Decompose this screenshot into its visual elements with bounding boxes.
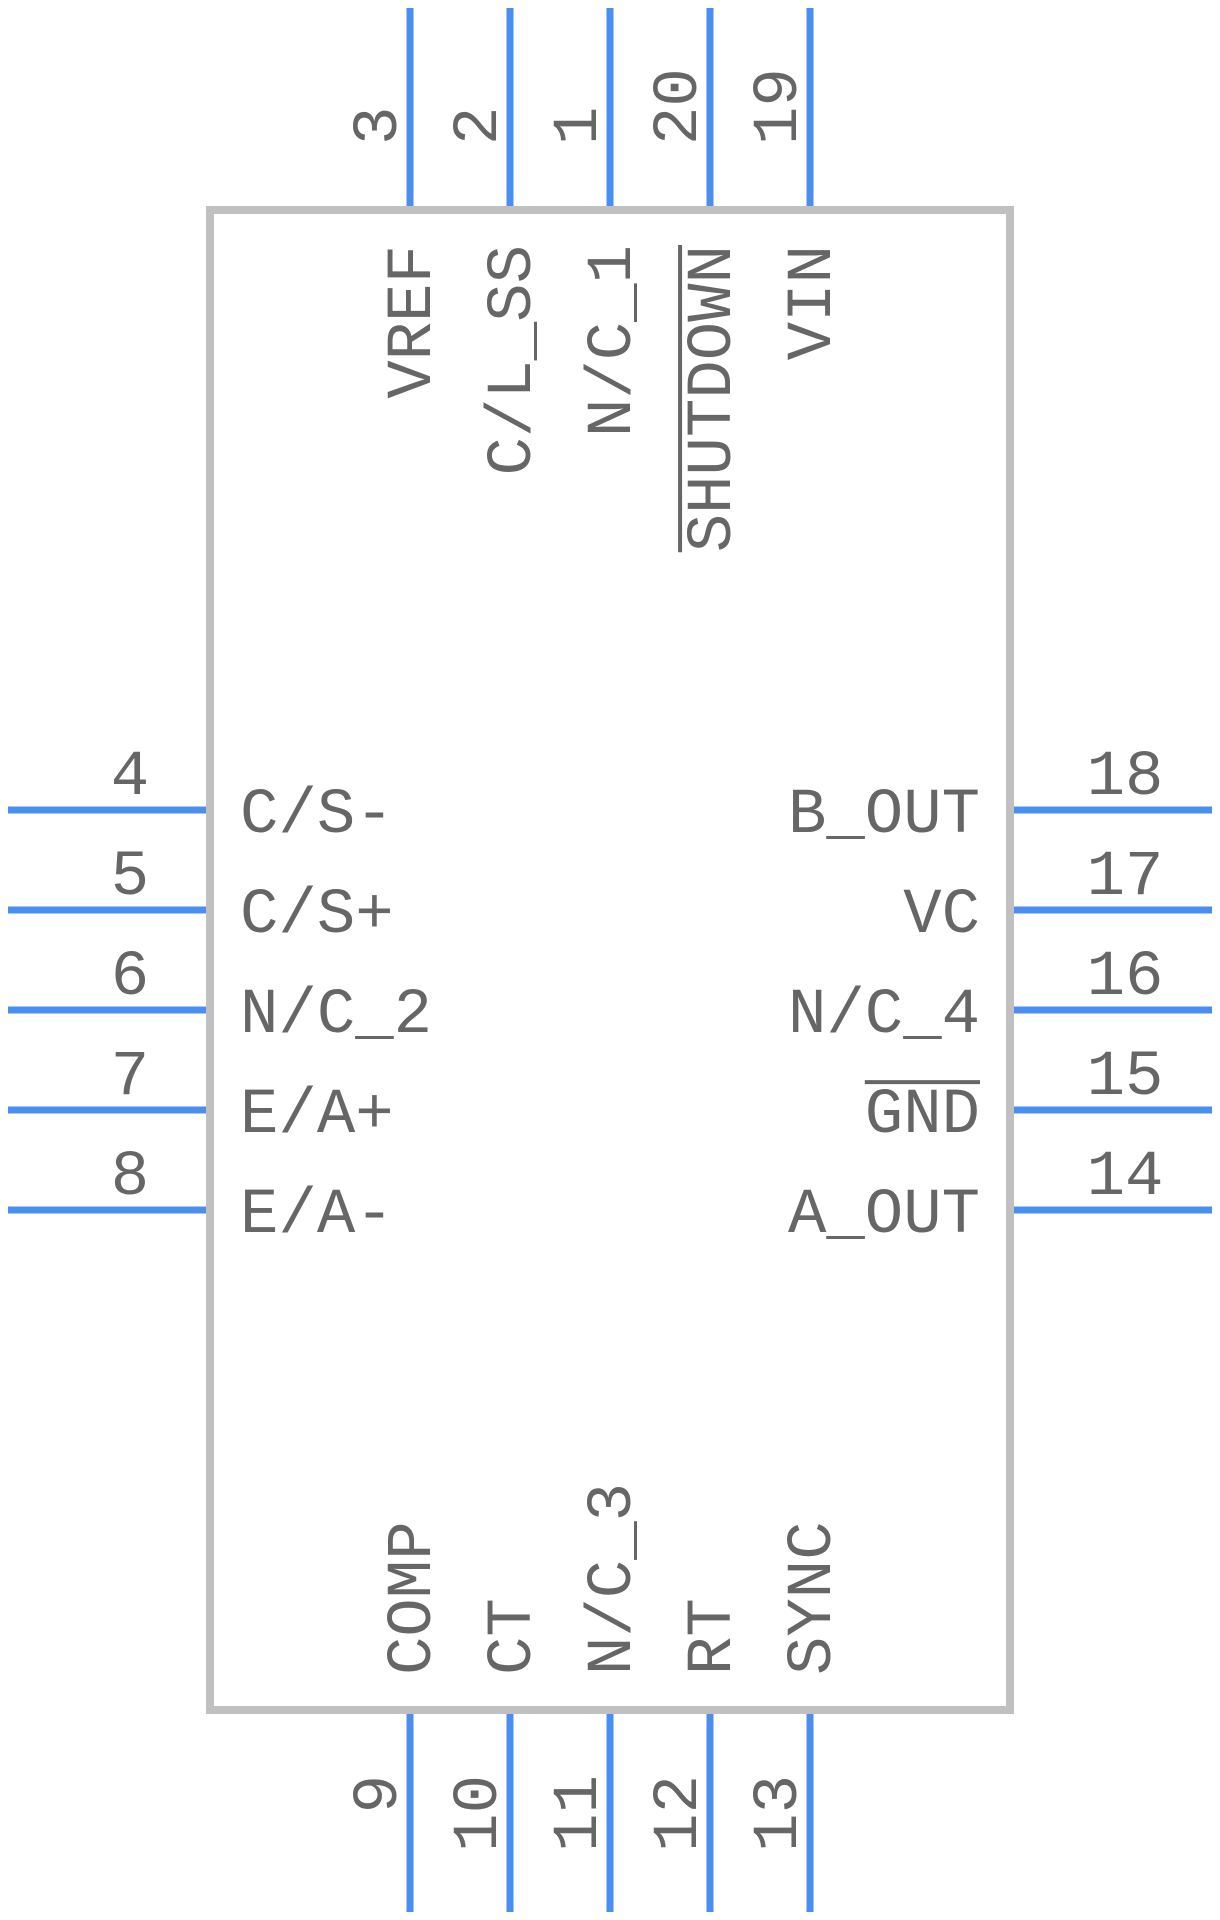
pin-number-14: 14 bbox=[1087, 1142, 1164, 1214]
pin-name-a-out: A_OUT bbox=[788, 1180, 980, 1252]
pin-name-c-s-: C/S- bbox=[240, 780, 394, 852]
pin-name-e-a-: E/A- bbox=[240, 1180, 394, 1252]
pin-lines bbox=[8, 8, 1212, 1912]
pin-name-comp: COMP bbox=[378, 1521, 450, 1675]
pin-name-n-c-3: N/C_3 bbox=[578, 1483, 650, 1675]
pin-name-gnd: GND bbox=[865, 1080, 980, 1152]
pin-name-vc: VC bbox=[903, 880, 980, 952]
pin-name-sync: SYNC bbox=[778, 1521, 850, 1675]
pin-number-2: 2 bbox=[444, 107, 516, 145]
pin-name-n-c-4: N/C_4 bbox=[788, 980, 980, 1052]
pin-name-b-out: B_OUT bbox=[788, 780, 980, 852]
pin-number-19: 19 bbox=[744, 68, 816, 145]
pin-name-n-c-2: N/C_2 bbox=[240, 980, 432, 1052]
pin-number-11: 11 bbox=[544, 1775, 616, 1852]
pin-number-1: 1 bbox=[544, 107, 616, 145]
pin-number-13: 13 bbox=[744, 1775, 816, 1852]
pin-number-16: 16 bbox=[1087, 942, 1164, 1014]
pin-number-17: 17 bbox=[1087, 842, 1164, 914]
pin-name-rt: RT bbox=[678, 1598, 750, 1675]
pin-name-ct: CT bbox=[478, 1598, 550, 1675]
pin-number-8: 8 bbox=[111, 1142, 149, 1214]
pin-name-vref: VREF bbox=[378, 245, 450, 399]
pin-number-6: 6 bbox=[111, 942, 149, 1014]
pin-number-10: 10 bbox=[444, 1775, 516, 1852]
component-body bbox=[206, 206, 1014, 1714]
pin-name-shutdown: SHUTDOWN bbox=[678, 245, 750, 552]
pin-number-12: 12 bbox=[644, 1775, 716, 1852]
pin-number-4: 4 bbox=[111, 742, 149, 814]
pin-number-9: 9 bbox=[344, 1775, 416, 1813]
pin-name-e-a-: E/A+ bbox=[240, 1080, 394, 1152]
pin-name-c-l-ss: C/L_SS bbox=[478, 245, 550, 475]
pin-number-20: 20 bbox=[644, 68, 716, 145]
pin-name-n-c-1: N/C_1 bbox=[578, 245, 650, 437]
pin-number-3: 3 bbox=[344, 107, 416, 145]
pin-number-5: 5 bbox=[111, 842, 149, 914]
pin-number-18: 18 bbox=[1087, 742, 1164, 814]
pin-number-7: 7 bbox=[111, 1042, 149, 1114]
pin-name-vin: VIN bbox=[778, 245, 850, 360]
pin-number-15: 15 bbox=[1087, 1042, 1164, 1114]
pin-name-c-s-: C/S+ bbox=[240, 880, 394, 952]
